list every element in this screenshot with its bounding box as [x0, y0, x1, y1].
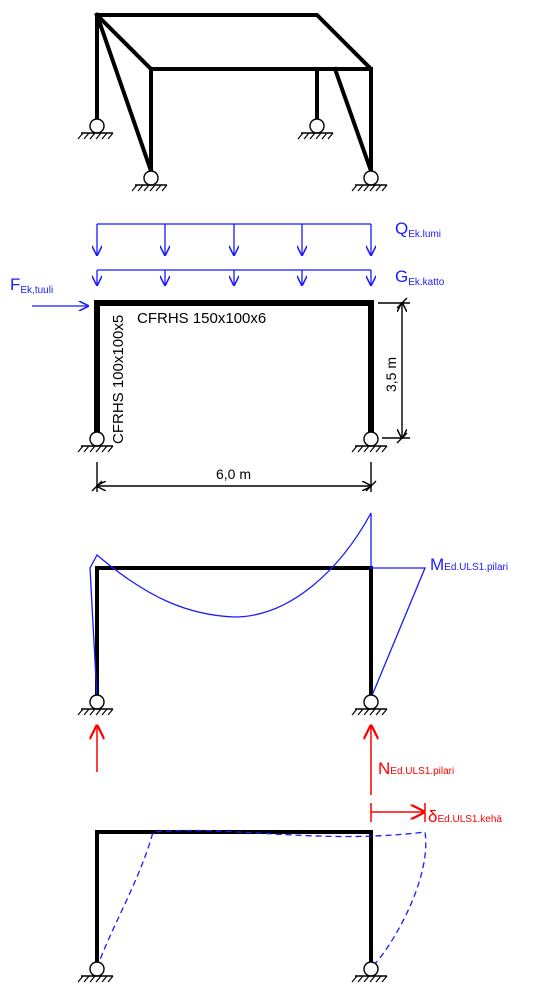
support-pin	[77, 961, 114, 983]
snow-load-label: QEk.lumi	[395, 219, 441, 240]
column-section-label: CFRHS 100x100x5	[110, 315, 127, 444]
support-pin	[351, 431, 388, 453]
wind-load-label: FEk,tuuli	[10, 275, 53, 296]
span-label: 6,0 m	[216, 466, 251, 482]
beam-section-label: CFRHS 150x100x6	[137, 310, 266, 327]
deformed-shape: δEd.ULS1.kehä	[77, 803, 502, 983]
support-pin	[77, 694, 114, 716]
support-pin	[131, 170, 168, 192]
loaded-frame: QEk.lumi GEk.katto FEk,tuuli CFRHS 150x1…	[10, 219, 445, 492]
height-dimension	[378, 297, 410, 444]
moment-label: MEd.ULS1.pilari	[430, 555, 508, 574]
moment-diagram: MEd.ULS1.pilari NEd.ULS1.pilari	[77, 512, 508, 795]
support-pin	[351, 170, 388, 192]
roof-load-label: GEk.katto	[395, 267, 445, 288]
support-pin	[351, 694, 388, 716]
frame-3d-sketch	[77, 12, 388, 192]
span-dimension	[91, 462, 377, 492]
axial-force-label: NEd.ULS1.pilari	[378, 759, 454, 778]
sway-label: δEd.ULS1.kehä	[428, 807, 502, 826]
roof-load	[97, 269, 371, 285]
height-label: 3,5 m	[383, 357, 399, 392]
support-pin	[351, 961, 388, 983]
support-pin	[297, 118, 334, 140]
support-pin	[77, 431, 114, 453]
snow-load	[97, 223, 371, 255]
support-pin	[77, 118, 114, 140]
